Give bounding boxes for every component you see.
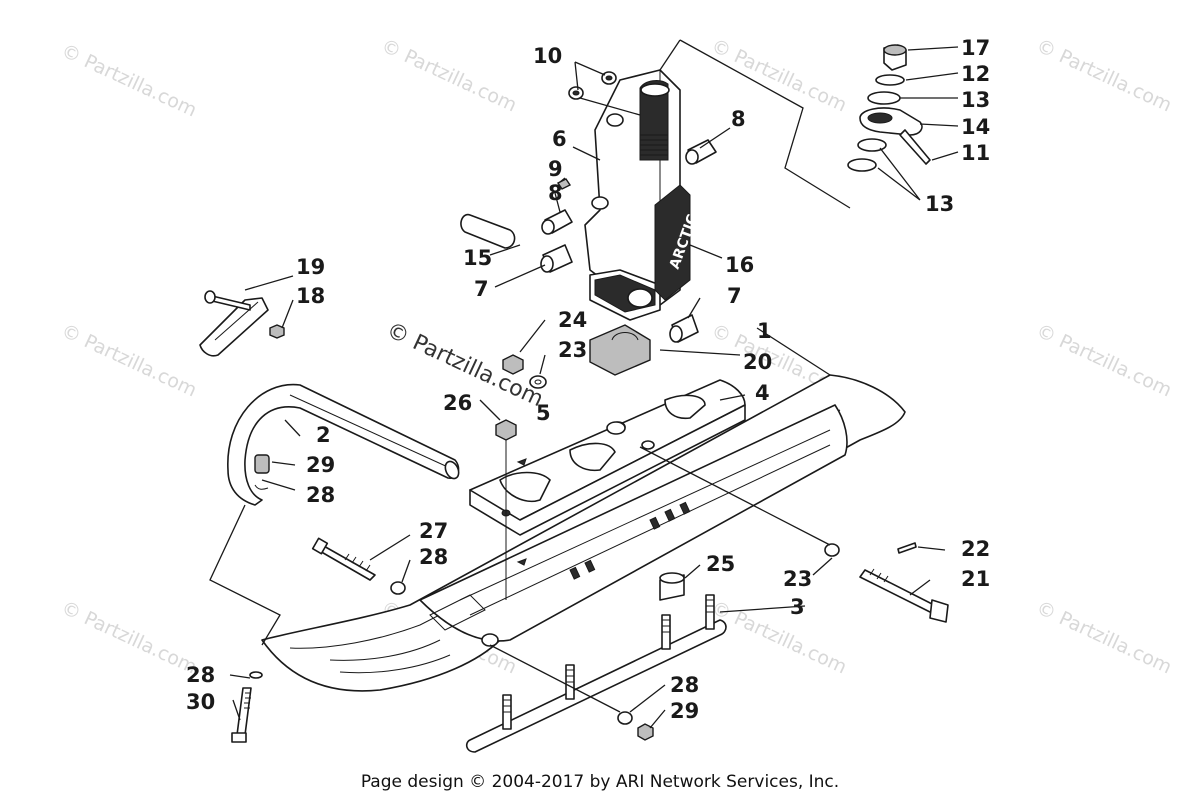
callouts: 10 8 6 9 8 15 16 7 7 17 12 13 14 11 13 1… [186,36,990,723]
callout-label: 13 [925,192,954,216]
callout-label: 23 [558,338,587,362]
callout-label: 7 [727,284,742,308]
callout-label: 6 [552,127,567,151]
callout-label: 13 [961,88,990,112]
callout-label: 29 [670,699,699,723]
hardware [199,44,949,743]
callout-label: 15 [463,246,492,270]
callout-label: 27 [419,519,448,543]
ski-body [261,374,906,692]
watermark: © Partzilla.com [378,35,520,117]
callout-label: 18 [296,284,325,308]
watermark: © Partzilla.com [58,40,200,122]
callout-label: 5 [536,401,551,425]
callout-label: 30 [186,690,215,714]
callout-label: 8 [731,107,746,131]
callout-label: 17 [961,36,990,60]
watermark: © Partzilla.com [58,320,200,402]
watermark: © Partzilla.com [58,597,200,679]
wear-bar [465,594,727,753]
callout-label: 8 [548,181,563,205]
decal: ARCTIC [654,184,701,301]
callout-label: 10 [533,44,562,68]
callout-label: 16 [725,253,754,277]
callout-label: 1 [757,319,772,343]
callout-label: 2 [316,423,331,447]
callout-label: 28 [670,673,699,697]
callout-label: 21 [961,567,990,591]
callout-label: 19 [296,255,325,279]
page-footer: Page design © 2004-2017 by ARI Network S… [360,772,840,792]
callout-label: 22 [961,537,990,561]
watermark: © Partzilla.com [708,597,850,679]
callout-label: 20 [743,350,772,374]
callout-label: 14 [961,115,990,139]
watermark: © Partzilla.com [1033,597,1175,679]
callout-label: 23 [783,567,812,591]
callout-label: 28 [306,483,335,507]
callout-label: 7 [474,277,489,301]
callout-label: 3 [790,595,805,619]
watermark: © Partzilla.com [708,35,850,117]
callout-label: 24 [558,308,587,332]
callout-label: 4 [755,381,770,405]
saddle-plate [469,379,746,566]
callout-label: 28 [419,545,448,569]
callout-label: 26 [443,391,472,415]
watermark: © Partzilla.com [1033,320,1175,402]
callout-label: 28 [186,663,215,687]
leader-lines [209,39,959,729]
ski-loop [227,383,460,506]
callout-label: 9 [548,157,563,181]
callout-label: 11 [961,141,990,165]
callout-label: 12 [961,62,990,86]
callout-label: 25 [706,552,735,576]
callout-label: 29 [306,453,335,477]
watermark: © Partzilla.com [1033,35,1175,117]
